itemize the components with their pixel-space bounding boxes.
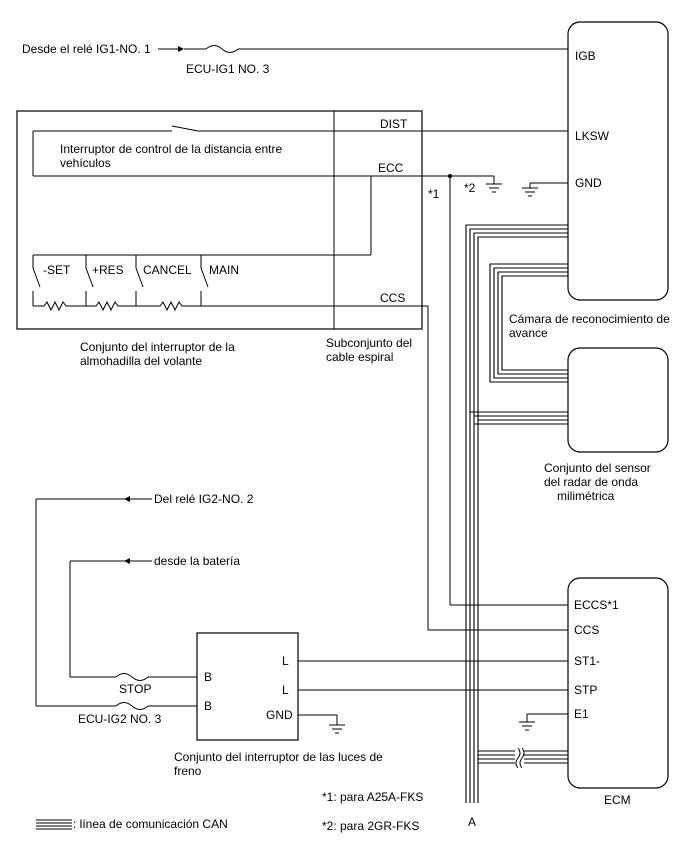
terminal-b2: B [204, 699, 212, 713]
switch-main: MAIN [209, 263, 239, 277]
terminal-e1: E1 [574, 707, 589, 721]
bus-end-label: A [468, 815, 476, 829]
terminal-gnd-stop: GND [266, 708, 293, 722]
terminal-ccs-ecm: CCS [574, 623, 599, 637]
ig2-relay-label: Del relé IG2-NO. 2 [154, 492, 254, 506]
switch-set: -SET [43, 263, 71, 277]
ecm-box [567, 577, 669, 789]
stop-fuse-label: STOP [119, 682, 151, 696]
terminal-gnd-camera: GND [575, 176, 602, 190]
stop-switch-label-2: freno [174, 764, 202, 778]
terminal-b1: B [204, 670, 212, 684]
distance-switch-label-2: vehículos [60, 156, 111, 170]
ecu-ig1-fuse-label: ECU-IG1 NO. 3 [186, 62, 270, 76]
star1-marker: *1 [428, 187, 440, 201]
terminal-igb: IGB [575, 49, 596, 63]
camera-label-2: avance [509, 326, 548, 340]
note-1: *1: para A25A-FKS [322, 790, 423, 804]
switch-res: +RES [92, 263, 124, 277]
note-2: *2: para 2GR-FKS [322, 819, 419, 833]
steering-switch-label-2: almohadilla del volante [80, 354, 202, 368]
terminal-lksw: LKSW [575, 129, 610, 143]
radar-label-3: milimétrica [557, 489, 615, 503]
spiral-cable-label: Subconjunto del [326, 336, 412, 350]
radar-box [567, 347, 669, 453]
switch-cancel: CANCEL [143, 263, 192, 277]
terminal-st1: ST1- [574, 654, 600, 668]
star2-marker: *2 [464, 181, 476, 195]
stop-switch-label: Conjunto del interruptor de las luces de [174, 750, 383, 764]
steering-switch-box [16, 110, 423, 330]
radar-label: Conjunto del sensor [544, 461, 651, 475]
ecu-ig2-fuse-label: ECU-IG2 NO. 3 [78, 712, 162, 726]
terminal-ecc: ECC [378, 161, 404, 175]
terminal-stp: STP [574, 683, 597, 697]
ig1-relay-label: Desde el relé IG1-NO. 1 [22, 42, 151, 56]
terminal-l1: L [282, 654, 289, 668]
spiral-cable-label-2: cable espiral [326, 350, 393, 364]
wires [32, 45, 568, 830]
terminal-dist: DIST [380, 117, 408, 131]
camera-label: Cámara de reconocimiento de [509, 312, 670, 326]
ecm-label: ECM [604, 793, 631, 807]
can-legend: : línea de comunicación CAN [73, 817, 228, 831]
terminal-l2: L [282, 683, 289, 697]
stop-light-switch-box [196, 632, 299, 741]
distance-switch-label: Interruptor de control de la distancia e… [60, 142, 282, 156]
terminal-ccs: CCS [380, 291, 405, 305]
steering-switch-label: Conjunto del interruptor de la [80, 340, 235, 354]
can-bus [465, 224, 568, 803]
battery-label: desde la batería [154, 554, 240, 568]
radar-label-2: del radar de onda [544, 475, 638, 489]
terminal-eccs: ECCS*1 [574, 598, 619, 612]
camera-box [567, 21, 669, 301]
